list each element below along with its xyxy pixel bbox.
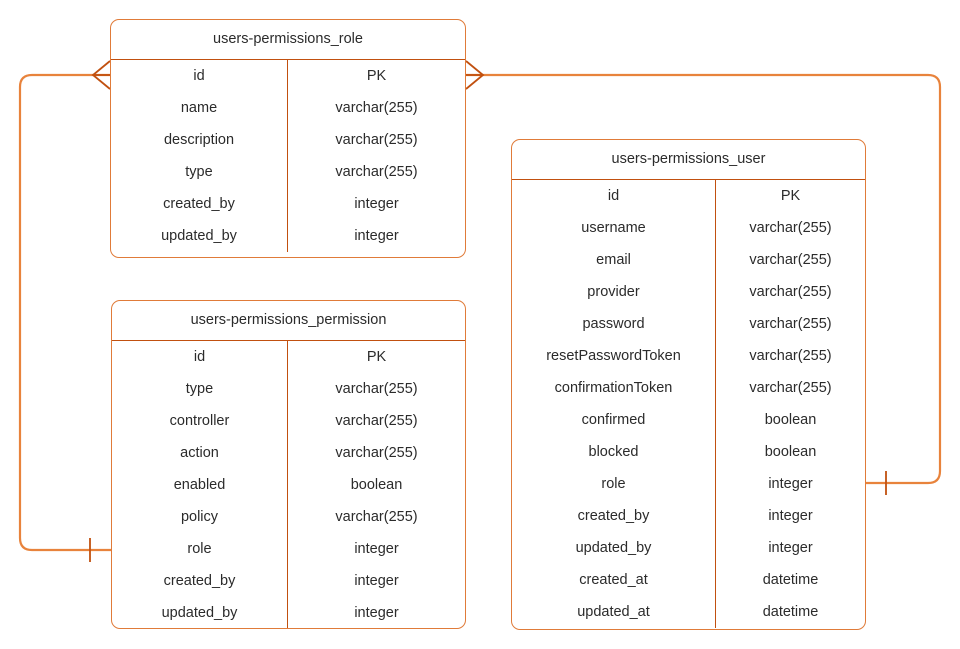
column-data-type: varchar(255) [335,509,418,525]
entity-column-row: type varchar(255) [111,156,465,188]
column-field-name: blocked [512,436,716,468]
column-data-type: varchar(255) [335,413,418,429]
entity-table-users-permissions-permission[interactable]: users-permissions_permission id PK type var… [111,300,466,629]
column-data-type: boolean [764,412,817,428]
entity-column-row: created_by integer [111,188,465,220]
column-field-name: provider [512,276,716,308]
entity-title-users-permissions-permission: users-permissions_permission [112,301,465,341]
column-field-name: id [512,180,716,212]
column-field-name: username [512,212,716,244]
entity-column-row: action varchar(255) [112,437,465,469]
entity-title-users-permissions-role: users-permissions_role [111,20,465,60]
column-field-name: id [111,60,288,92]
column-field-name: role [112,533,288,565]
column-data-type: datetime [762,604,819,620]
column-field-name: description [111,124,288,156]
column-field-name: updated_at [512,596,716,628]
column-field-name: resetPasswordToken [512,340,716,372]
entity-column-row: policy varchar(255) [112,501,465,533]
entity-column-row: created_by integer [112,565,465,597]
crowsfoot-many-role-left [91,60,111,90]
column-field-name: type [112,373,288,405]
column-field-name: action [112,437,288,469]
entity-column-row: id PK [512,180,865,212]
entity-column-row: created_by integer [512,500,865,532]
column-data-type: varchar(255) [749,380,832,396]
entity-table-users-permissions-role[interactable]: users-permissions_role id PK name varchar(2… [110,19,466,258]
column-data-type: varchar(255) [749,316,832,332]
column-field-name: policy [112,501,288,533]
entity-columns-users-permissions-role: id PK name varchar(255) description varchar(2… [111,60,465,252]
entity-table-users-permissions-user[interactable]: users-permissions_user id PK username varch… [511,139,866,630]
column-field-name: role [512,468,716,500]
entity-column-row: updated_by integer [111,220,465,252]
entity-column-row: enabled boolean [112,469,465,501]
column-field-name: confirmationToken [512,372,716,404]
entity-column-row: confirmed boolean [512,404,865,436]
column-data-type: datetime [762,572,819,588]
entity-column-row: type varchar(255) [112,373,465,405]
column-field-name: updated_by [112,597,288,628]
entity-columns-users-permissions-user: id PK username varchar(255) email varchar(255… [512,180,865,628]
column-field-name: confirmed [512,404,716,436]
entity-column-row: updated_by integer [512,532,865,564]
entity-column-row: blocked boolean [512,436,865,468]
entity-column-row: password varchar(255) [512,308,865,340]
column-field-name: controller [112,405,288,437]
entity-columns-users-permissions-permission: id PK type varchar(255) controller varchar(25… [112,341,465,628]
column-field-name: type [111,156,288,188]
column-data-type: integer [354,605,399,621]
entity-column-row: controller varchar(255) [112,405,465,437]
entity-column-row: role integer [112,533,465,565]
entity-column-row: updated_at datetime [512,596,865,628]
column-field-name: created_by [112,565,288,597]
column-data-type: integer [768,508,813,524]
column-data-type: integer [768,540,813,556]
column-field-name: enabled [112,469,288,501]
column-field-name: name [111,92,288,124]
column-data-type: varchar(255) [749,252,832,268]
entity-column-row: created_at datetime [512,564,865,596]
column-field-name: updated_by [512,532,716,564]
column-data-type: PK [366,68,387,84]
entity-column-row: id PK [112,341,465,373]
entity-column-row: resetPasswordToken varchar(255) [512,340,865,372]
entity-column-row: updated_by integer [112,597,465,628]
entity-column-row: confirmationToken varchar(255) [512,372,865,404]
column-data-type: integer [354,573,399,589]
column-data-type: varchar(255) [749,348,832,364]
entity-column-row: email varchar(255) [512,244,865,276]
entity-column-row: name varchar(255) [111,92,465,124]
entity-column-row: username varchar(255) [512,212,865,244]
column-data-type: PK [366,349,387,365]
column-field-name: id [112,341,288,373]
column-field-name: created_by [512,500,716,532]
entity-title-users-permissions-user: users-permissions_user [512,140,865,180]
entity-column-row: description varchar(255) [111,124,465,156]
column-data-type: integer [354,541,399,557]
entity-column-row: id PK [111,60,465,92]
column-data-type: varchar(255) [335,164,418,180]
column-data-type: integer [354,228,399,244]
crowsfoot-many-role-right [465,60,485,90]
relationship-permission-role [18,60,111,562]
column-data-type: varchar(255) [749,220,832,236]
column-field-name: created_by [111,188,288,220]
column-field-name: password [512,308,716,340]
column-data-type: integer [768,476,813,492]
column-data-type: integer [354,196,399,212]
column-data-type: varchar(255) [335,381,418,397]
column-data-type: PK [780,188,801,204]
column-data-type: boolean [350,477,403,493]
entity-column-row: provider varchar(255) [512,276,865,308]
column-data-type: varchar(255) [749,284,832,300]
column-field-name: updated_by [111,220,288,252]
column-data-type: varchar(255) [335,445,418,461]
entity-column-row: role integer [512,468,865,500]
column-field-name: email [512,244,716,276]
column-data-type: varchar(255) [335,100,418,116]
column-field-name: created_at [512,564,716,596]
column-data-type: boolean [764,444,817,460]
column-data-type: varchar(255) [335,132,418,148]
